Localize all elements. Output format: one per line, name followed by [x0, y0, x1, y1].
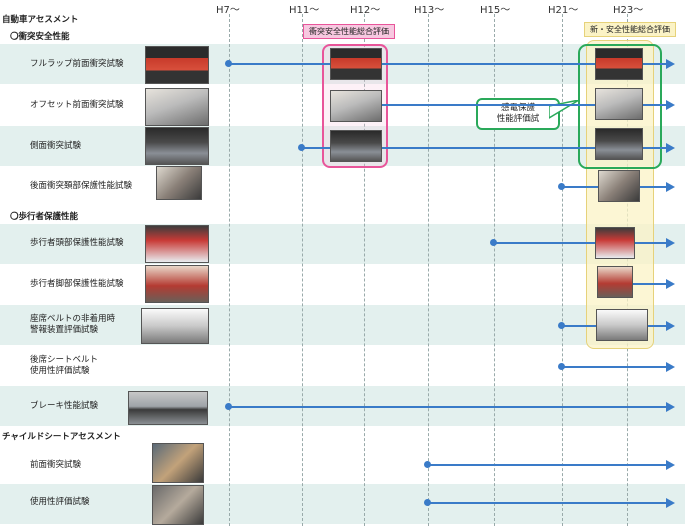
timeline-bar — [428, 502, 666, 504]
test-label-brake: ブレーキ性能試験 — [30, 401, 99, 411]
timeline-start-dot — [490, 239, 497, 246]
offset-crash-photo — [145, 88, 209, 126]
timeline-bar — [627, 283, 666, 285]
timeline-arrowhead — [666, 182, 675, 192]
pedestrian-leg-test-photo — [145, 265, 209, 303]
timeline-arrowhead — [666, 321, 675, 331]
new-total-label: 新・安全性能総合評価 — [584, 22, 676, 37]
timeline-arrowhead — [666, 59, 675, 69]
era-label: H23～ — [613, 5, 644, 16]
row-band — [0, 224, 685, 264]
side-impact-photo — [330, 130, 382, 162]
crash-dummy-seat-photo — [598, 170, 640, 202]
timeline-bar — [302, 147, 666, 149]
timeline-bar — [494, 242, 666, 244]
era-label: H13～ — [414, 5, 445, 16]
test-label-child-usability: 使用性評価試験 — [30, 497, 90, 507]
era-gridline — [494, 14, 495, 526]
era-gridline — [428, 14, 429, 526]
era-label: H21～ — [548, 5, 579, 16]
offset-crash-photo — [595, 88, 643, 120]
section-auto-assessment: 自動車アセスメント — [2, 15, 79, 25]
side-impact-photo — [145, 127, 209, 165]
timeline-arrowhead — [666, 143, 675, 153]
timeline-start-dot — [225, 403, 232, 410]
timeline-start-dot — [558, 183, 565, 190]
era-label: H12～ — [350, 5, 381, 16]
timeline-arrowhead — [666, 279, 675, 289]
era-gridline — [302, 14, 303, 526]
timeline-arrowhead — [666, 100, 675, 110]
test-label-ped-head: 歩行者頭部保護性能試験 — [30, 238, 124, 248]
timeline-arrowhead — [666, 402, 675, 412]
timeline-bar — [364, 104, 666, 106]
test-label-side-impact: 側面衝突試験 — [30, 141, 82, 151]
era-gridline — [562, 14, 563, 526]
timeline-start-dot — [424, 461, 431, 468]
timeline-bar — [428, 464, 666, 466]
electric-protection-box — [578, 44, 662, 169]
timeline-start-dot — [298, 144, 305, 151]
electric-protection-callout: 感電保護 性能評価試 — [476, 98, 560, 130]
crash-dummy-seat-photo — [156, 166, 202, 200]
red-car-frontal-crash-photo — [145, 46, 209, 84]
test-label-child-frontal: 前面衝突試験 — [30, 460, 82, 470]
timeline-start-dot — [225, 60, 232, 67]
timeline-arrowhead — [666, 362, 675, 372]
timeline-start-dot — [424, 499, 431, 506]
era-label: H11～ — [289, 5, 320, 16]
seatbelt-reminder-photo — [141, 308, 209, 344]
test-label-full-lap: フルラップ前面衝突試験 — [30, 59, 124, 69]
timeline-start-dot — [558, 322, 565, 329]
child-seat-usability-photo — [152, 485, 204, 525]
era-label: H7～ — [216, 5, 240, 16]
section-child-seat-assessment: チャイルドシートアセスメント — [2, 432, 121, 442]
test-label-rear-belt: 後席シートベルト 使用性評価試験 — [30, 355, 99, 376]
timeline-arrowhead — [666, 238, 675, 248]
era-gridline — [364, 14, 365, 526]
pedestrian-head-test-photo — [595, 227, 635, 259]
era-label: H15～ — [480, 5, 511, 16]
pedestrian-leg-test-photo — [597, 266, 633, 298]
timeline-arrowhead — [666, 498, 675, 508]
era-gridline — [229, 14, 230, 526]
seatbelt-reminder-photo — [596, 309, 648, 341]
red-car-frontal-crash-photo — [595, 48, 643, 80]
test-label-offset: オフセット前面衝突試験 — [30, 100, 124, 110]
timeline-start-dot — [558, 363, 565, 370]
timeline-bar — [229, 406, 666, 408]
timeline-bar — [562, 366, 666, 368]
pedestrian-head-test-photo — [145, 225, 209, 263]
side-impact-photo — [595, 128, 643, 160]
offset-crash-photo — [330, 90, 382, 122]
child-seat-frontal-test-photo — [152, 443, 204, 483]
red-car-frontal-crash-photo — [330, 48, 382, 80]
subsection-collision-safety: 〇衝突安全性能 — [10, 32, 70, 42]
row-band — [0, 484, 685, 524]
timeline-arrowhead — [666, 460, 675, 470]
brake-test-car-photo — [128, 391, 208, 425]
subsection-pedestrian-protection: 〇歩行者保護性能 — [10, 212, 79, 222]
test-label-rear-neck: 後面衝突頚部保護性能試験 — [30, 181, 133, 191]
test-label-belt-warning: 座席ベルトの非着用時 警報装置評価試験 — [30, 314, 116, 335]
timeline-bar — [229, 63, 666, 65]
test-label-ped-leg: 歩行者脚部保護性能試験 — [30, 279, 124, 289]
collision-total-label: 衝突安全性能総合評価 — [303, 24, 395, 39]
